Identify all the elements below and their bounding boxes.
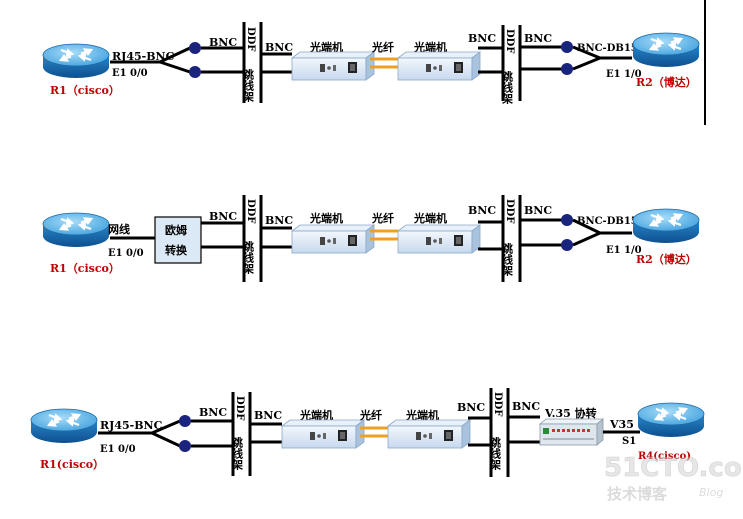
patch-panel-label: 跳线架 bbox=[242, 68, 256, 103]
optical-transceiver-label: 光端机 bbox=[309, 40, 343, 54]
optical-transceiver-icon bbox=[291, 51, 375, 81]
bnc-ddf-label: BNC bbox=[468, 32, 496, 45]
converter-label-2: 转换 bbox=[165, 243, 188, 257]
patch-panel-label: 跳线架 bbox=[501, 70, 515, 105]
bnc-node bbox=[561, 214, 573, 226]
interface-bnc-db15-label: BNC-DB15 bbox=[577, 216, 638, 227]
bnc-node bbox=[561, 239, 573, 251]
row-1: R1（cisco） E1 0/0 RJ45-BNC BNC DDF 跳线架 BN… bbox=[41, 22, 701, 105]
fiber-label: 光纤 bbox=[371, 211, 394, 225]
row-3: R1(cisco） E1 0/0 RJ45-BNC BNC DDF 跳线架 BN… bbox=[29, 388, 706, 477]
optical-transceiver-label: 光端机 bbox=[413, 40, 447, 54]
bnc-node bbox=[189, 66, 201, 78]
router-r2-icon bbox=[631, 207, 701, 245]
port-e1-label: E1 0/0 bbox=[108, 248, 144, 259]
patch-panel-label: 跳线架 bbox=[231, 436, 245, 471]
ddf-label: DDF bbox=[234, 396, 245, 420]
optical-transceiver-icon bbox=[281, 419, 365, 449]
port-e1-label: E1 0/0 bbox=[100, 444, 136, 455]
router-r2-label: R2（博达） bbox=[636, 75, 697, 89]
bnc-node bbox=[561, 41, 573, 53]
interface-v35-label: V35 bbox=[609, 418, 634, 431]
router-r4-icon bbox=[636, 401, 706, 439]
bnc-label: BNC bbox=[524, 204, 552, 217]
optical-transceiver-icon bbox=[397, 224, 481, 254]
patch-panel-label: 跳线架 bbox=[242, 240, 256, 275]
bnc-ddf-label: BNC bbox=[254, 409, 282, 422]
interface-cable-label: 网线 bbox=[108, 222, 130, 236]
bnc-node bbox=[179, 440, 191, 452]
protocol-converter-label: V.35 协转 bbox=[544, 406, 597, 420]
bnc-ddf-label: BNC bbox=[265, 214, 293, 227]
bnc-label: BNC bbox=[199, 406, 227, 419]
protocol-converter-icon bbox=[538, 418, 605, 446]
interface-rj45-bnc-label: RJ45-BNC bbox=[100, 419, 163, 432]
ddf-label: DDF bbox=[504, 29, 515, 53]
port-s1-label: S1 bbox=[622, 436, 636, 447]
bnc-node bbox=[189, 42, 201, 54]
port-e1-label: E1 1/0 bbox=[606, 69, 642, 80]
bnc-node bbox=[179, 415, 191, 427]
router-r1-icon bbox=[29, 407, 99, 445]
interface-rj45-bnc-label: RJ45-BNC bbox=[112, 50, 175, 63]
bnc-ddf-label: BNC bbox=[457, 401, 485, 414]
watermark: 51CTO.com 技术博客 Blog bbox=[604, 453, 743, 503]
port-e1-label: E1 1/0 bbox=[606, 245, 642, 256]
optical-transceiver-label: 光端机 bbox=[405, 408, 439, 422]
row-2: R1（cisco） E1 0/0 网线 欧姆 转换 BNC DDF 跳线架 BN… bbox=[41, 195, 701, 282]
impedance-converter bbox=[154, 216, 202, 264]
ddf-label: DDF bbox=[245, 199, 256, 223]
watermark-text: 技术博客 bbox=[607, 485, 668, 503]
watermark-blog: Blog bbox=[699, 486, 723, 499]
router-r4-label: R4(cisco) bbox=[638, 451, 691, 462]
watermark-logo: 51CTO.com bbox=[604, 453, 743, 483]
router-r1-label: R1(cisco） bbox=[40, 458, 104, 471]
optical-transceiver-label: 光端机 bbox=[413, 211, 447, 225]
interface-bnc-db15-label: BNC-DB15 bbox=[577, 43, 638, 54]
optical-transceiver-icon bbox=[397, 51, 481, 81]
router-r2-icon bbox=[631, 31, 701, 69]
ddf-label: DDF bbox=[245, 27, 256, 51]
patch-panel-label: 跳线架 bbox=[489, 436, 503, 471]
port-e1-label: E1 0/0 bbox=[112, 68, 148, 79]
ddf-label: DDF bbox=[492, 392, 503, 416]
fiber-label: 光纤 bbox=[359, 408, 382, 422]
bnc-node bbox=[561, 63, 573, 75]
converter-label-1: 欧姆 bbox=[165, 223, 187, 237]
ddf-label: DDF bbox=[504, 199, 515, 223]
router-r1-label: R1（cisco） bbox=[50, 84, 120, 97]
optical-transceiver-label: 光端机 bbox=[299, 408, 333, 422]
bnc-ddf-label: BNC bbox=[468, 204, 496, 217]
router-r1-label: R1（cisco） bbox=[50, 262, 120, 275]
bnc-label: BNC bbox=[209, 210, 237, 223]
patch-panel-label: 跳线架 bbox=[501, 242, 515, 277]
router-r2-label: R2（博达） bbox=[636, 252, 697, 266]
router-r1-icon bbox=[41, 211, 111, 249]
optical-transceiver-label: 光端机 bbox=[309, 211, 343, 225]
bnc-label: BNC bbox=[512, 400, 540, 413]
optical-transceiver-icon bbox=[291, 224, 375, 254]
optical-transceiver-icon bbox=[387, 419, 471, 449]
router-r1-icon bbox=[41, 42, 111, 80]
bnc-label: BNC bbox=[524, 32, 552, 45]
bnc-ddf-label: BNC bbox=[265, 41, 293, 54]
fiber-label: 光纤 bbox=[371, 40, 394, 54]
bnc-label: BNC bbox=[209, 36, 237, 49]
